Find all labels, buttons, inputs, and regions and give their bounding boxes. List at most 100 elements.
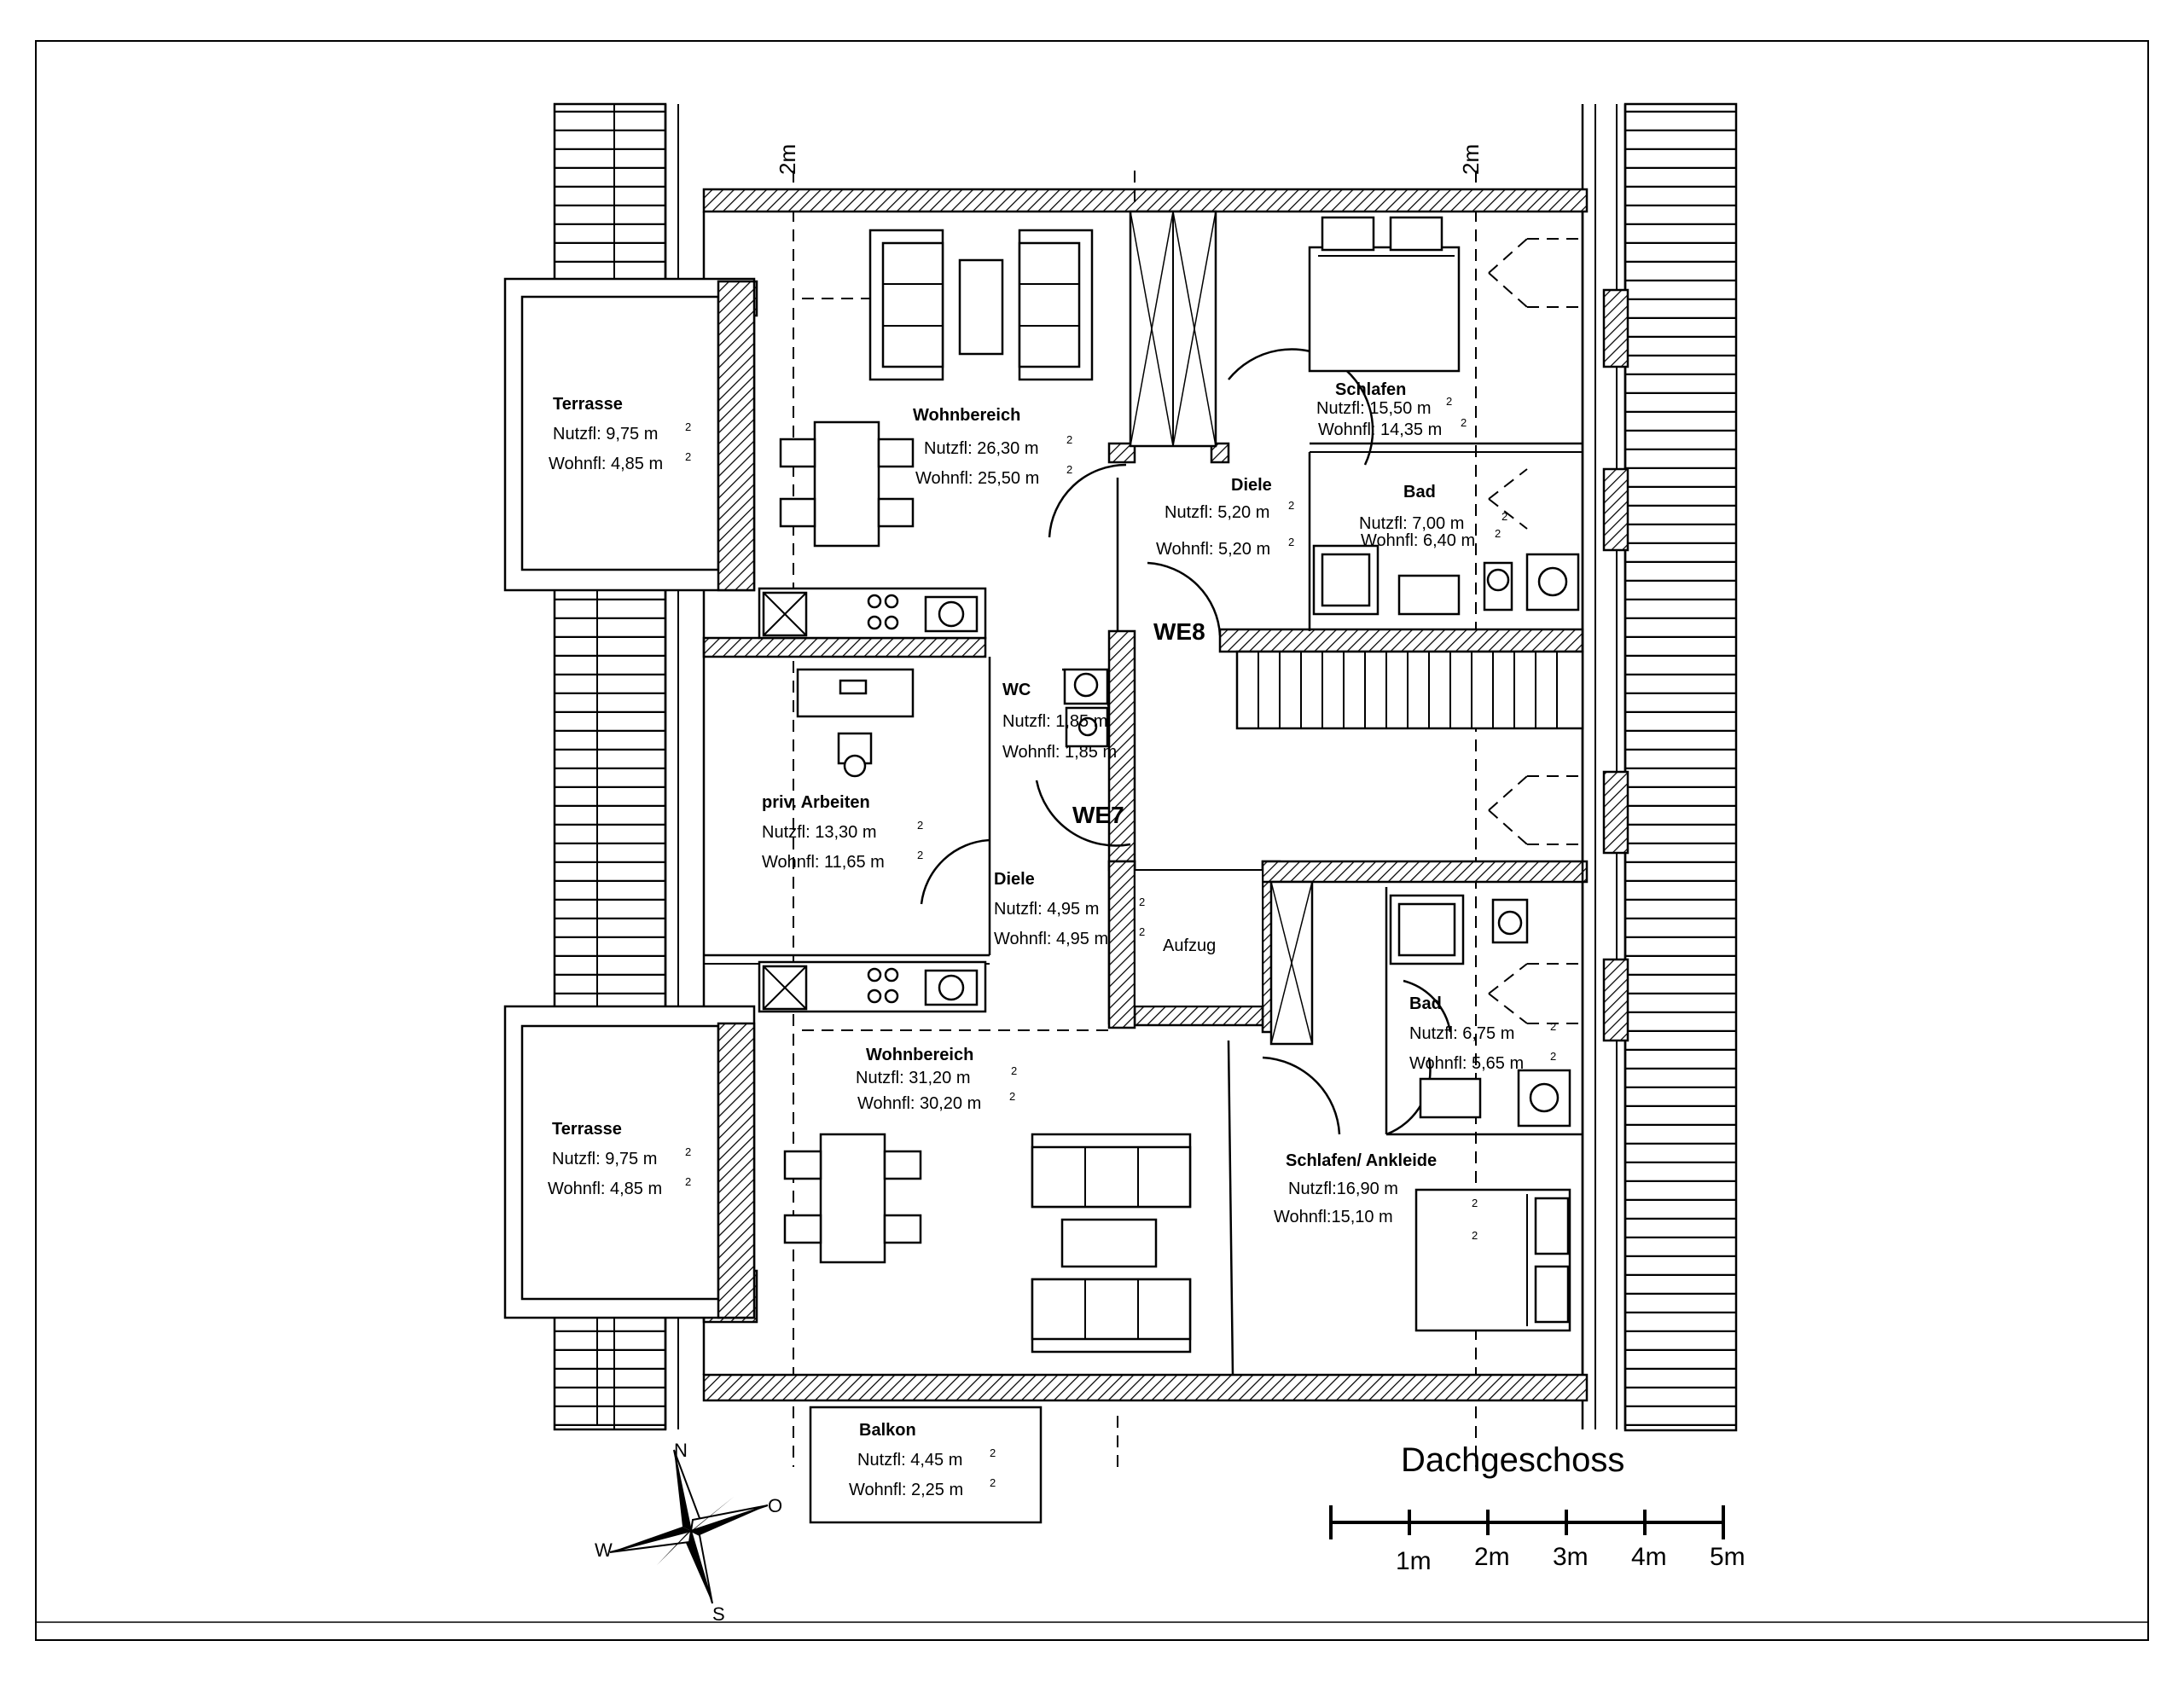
elevator-shaft (1107, 860, 1263, 1029)
window-marks (802, 171, 1583, 1467)
room-aufzug: Aufzug (1163, 936, 1216, 955)
sup: 2 (1472, 1229, 1478, 1242)
room-wohnfl: Wohnfl: 1,85 m (1002, 743, 1117, 762)
room-nutzfl: Nutzfl: 1,85 m (1002, 712, 1107, 731)
room-wohnfl: Wohnfl:15,10 m (1274, 1208, 1393, 1226)
room-name: Bad (1409, 994, 1442, 1013)
sup: 2 (990, 1476, 996, 1489)
room-name: Terrasse (553, 395, 623, 414)
room-name: Diele (1231, 476, 1272, 495)
room-bad-bottom: Bad Nutzfl: 6,75 m 2 Wohnfl: 5,65 m 2 (1409, 994, 1556, 1073)
room-wohnfl: Wohnfl: 5,20 m (1156, 540, 1270, 559)
sup: 2 (685, 420, 691, 433)
sofa-bottom-top (1031, 1133, 1192, 1209)
kitchen-bottom (758, 960, 987, 1013)
sup: 2 (1011, 1064, 1017, 1077)
dining-table-top (779, 420, 915, 548)
sofa-bottom-bottom (1031, 1278, 1192, 1354)
wardrobe-top (1129, 210, 1217, 448)
compass-w: W (595, 1539, 613, 1561)
sup: 2 (1139, 896, 1145, 908)
scale-label: 1m (1396, 1547, 1432, 1575)
sup: 2 (685, 1175, 691, 1188)
room-terrasse-bottom: Terrasse Nutzfl: 9,75 m 2 Wohnfl: 4,85 m… (548, 1120, 691, 1198)
room-wohnfl: Wohnfl: 5,65 m (1409, 1054, 1524, 1073)
compass-n: N (674, 1440, 688, 1461)
drawing-title: Dachgeschoss (1401, 1441, 1624, 1479)
room-wohnfl: Wohnfl: 4,95 m (994, 930, 1108, 948)
room-nutzfl: Nutzfl: 5,20 m (1165, 503, 1269, 522)
sup: 2 (1139, 925, 1145, 938)
kitchen-top (758, 587, 987, 640)
coffee-table-bottom (1060, 1218, 1158, 1268)
scale-bar: 1m 2m 3m 4m 5m (1329, 1505, 1745, 1575)
compass-o: O (768, 1495, 782, 1516)
room-bad-top: Bad Nutzfl: 7,00 m 2 Wohnfl: 6,40 m 2 (1359, 483, 1507, 550)
room-name: Terrasse (552, 1120, 622, 1139)
room-nutzfl: Nutzfl: 6,75 m (1409, 1024, 1514, 1043)
room-diele-top: Diele Nutzfl: 5,20 m 2 Wohnfl: 5,20 m 2 (1156, 476, 1294, 559)
sup: 2 (685, 450, 691, 463)
room-nutzfl: Nutzfl: 9,75 m (552, 1150, 657, 1168)
room-nutzfl: Nutzfl: 26,30 m (924, 439, 1039, 458)
sup: 2 (1550, 1050, 1556, 1063)
balcony-structure (809, 1406, 1043, 1524)
sup: 2 (1461, 416, 1467, 429)
scale-label: 5m (1710, 1543, 1745, 1571)
sup: 2 (990, 1446, 996, 1459)
dining-table-bottom (783, 1133, 922, 1264)
page-frame (35, 40, 2149, 1641)
wardrobe-bottom (1269, 880, 1314, 1046)
sup: 2 (1066, 433, 1072, 446)
room-name: Diele (994, 870, 1035, 889)
bed-bottom (1414, 1188, 1571, 1332)
coffee-table-top (958, 258, 1004, 356)
sup: 2 (1288, 536, 1294, 548)
room-name: Balkon (859, 1421, 916, 1440)
desk (796, 668, 915, 778)
room-nutzfl: Nutzfl: 15,50 m (1316, 399, 1432, 418)
wc-fixtures (1063, 668, 1109, 748)
compass-rose-icon: N O S W (595, 1440, 782, 1625)
room-name: priv. Arbeiten (762, 793, 870, 812)
scale-label: 4m (1631, 1543, 1667, 1571)
room-wohnbereich-top: Wohnbereich Nutzfl: 26,30 m 2 Wohnfl: 25… (913, 406, 1072, 488)
room-name: Wohnbereich (913, 406, 1020, 425)
stairs (1235, 650, 1584, 730)
sup: 2 (1550, 1020, 1556, 1033)
unit-label-we7: WE7 (1072, 802, 1124, 828)
dim-label-right: 2m (1458, 144, 1484, 175)
room-wohnfl: Wohnfl: 4,85 m (548, 1180, 662, 1198)
room-diele-bottom: Diele Nutzfl: 4,95 m 2 Wohnfl: 4,95 m 2 (994, 870, 1145, 948)
bath-top-fixtures (1312, 544, 1580, 616)
bed-top (1308, 216, 1461, 373)
sofa-top-right (1018, 229, 1094, 381)
scale-label: 3m (1553, 1543, 1589, 1571)
room-name: Schlafen/ Ankleide (1286, 1151, 1437, 1170)
room-wc: WC Nutzfl: 1,85 m Wohnfl: 1,85 m (1002, 681, 1117, 762)
room-nutzfl: Nutzfl:16,90 m (1288, 1180, 1398, 1198)
room-wohnbereich-bottom: Wohnbereich Nutzfl: 31,20 m 2 Wohnfl: 30… (856, 1046, 1017, 1113)
dim-label-left: 2m (775, 144, 800, 175)
sup: 2 (917, 819, 923, 832)
sup: 2 (917, 849, 923, 861)
room-nutzfl: Nutzfl: 7,00 m (1359, 514, 1464, 533)
room-balkon: Balkon Nutzfl: 4,45 m 2 Wohnfl: 2,25 m 2 (849, 1421, 996, 1499)
sup: 2 (1009, 1090, 1015, 1103)
sup: 2 (1446, 395, 1452, 408)
room-schlafen: Schlafen Nutzfl: 15,50 m 2 Wohnfl: 14,35… (1316, 380, 1467, 439)
room-wohnfl: Wohnfl: 25,50 m (915, 469, 1039, 488)
compass-s: S (712, 1603, 725, 1625)
room-wohnfl: Wohnfl: 6,40 m (1361, 531, 1475, 550)
roof-right (1581, 102, 1738, 1432)
room-name: Wohnbereich (866, 1046, 973, 1064)
room-nutzfl: Nutzfl: 9,75 m (553, 425, 658, 443)
room-nutzfl: Nutzfl: 4,45 m (857, 1451, 962, 1470)
room-schlafen-ankleide: Schlafen/ Ankleide Nutzfl:16,90 m 2 Wohn… (1274, 1151, 1478, 1242)
room-terrasse-top: Terrasse Nutzfl: 9,75 m 2 Wohnfl: 4,85 m… (549, 395, 691, 473)
sup: 2 (685, 1145, 691, 1158)
room-arbeiten: priv. Arbeiten Nutzfl: 13,30 m 2 Wohnfl:… (762, 793, 923, 872)
bath-bottom-fixtures (1389, 894, 1571, 1128)
sup: 2 (1495, 527, 1501, 540)
sup: 2 (1472, 1197, 1478, 1209)
